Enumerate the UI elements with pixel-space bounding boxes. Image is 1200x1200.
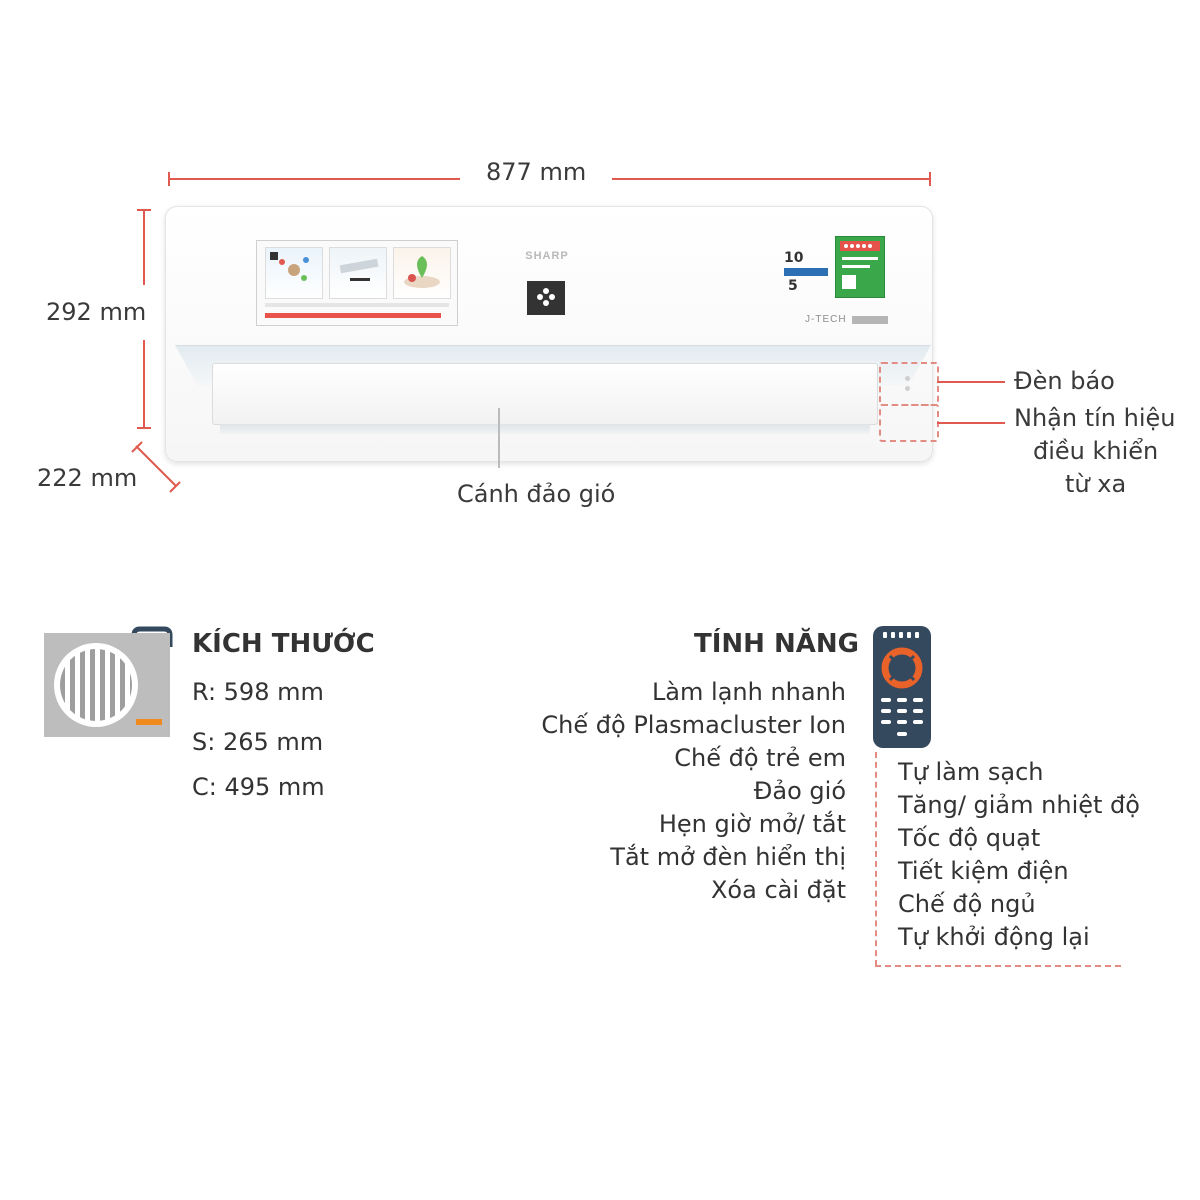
feature-right-4: Tiết kiệm điện — [898, 857, 1069, 885]
warranty-years-top: 10 — [784, 250, 804, 266]
feature-right-5: Chế độ ngủ — [898, 890, 1036, 918]
plasmacluster-logo — [527, 281, 565, 315]
louver-bottom-edge — [220, 424, 870, 434]
size-height: C: 495 mm — [192, 773, 325, 801]
width-dimension-label: 877 mm — [486, 158, 587, 186]
height-line-top — [143, 209, 145, 285]
features-bracket-horizontal — [875, 965, 1121, 967]
height-line-bottom-tick — [137, 427, 151, 429]
size-length: R: 598 mm — [192, 678, 324, 706]
feature-right-2: Tăng/ giảm nhiệt độ — [898, 791, 1140, 819]
feature-sticker — [256, 240, 458, 326]
remote-receiver-highlight — [879, 404, 939, 442]
louver-label: Cánh đảo gió — [457, 480, 616, 508]
sticker-caption-bar — [265, 303, 449, 307]
warranty-badge: 10 5 — [782, 250, 832, 298]
energy-rating-label — [835, 236, 885, 298]
depth-dimension-label: 222 mm — [37, 464, 138, 492]
outdoor-unit-icon — [44, 626, 173, 737]
width-line-left — [168, 178, 460, 180]
sticker-image-3 — [393, 247, 451, 299]
remote-receiver-leader — [937, 422, 1005, 424]
depth-line — [131, 441, 181, 493]
feature-left-6: Tắt mở đèn hiển thị — [610, 843, 846, 871]
width-line-right — [612, 178, 930, 180]
indicator-dot-1 — [905, 376, 910, 381]
height-line-bottom — [143, 340, 145, 428]
remote-receiver-label-3: từ xa — [1065, 470, 1127, 498]
size-width: S: 265 mm — [192, 728, 324, 756]
series-logo: J-TECH — [805, 314, 847, 325]
warranty-ribbon — [784, 268, 828, 276]
indicator-light-leader — [937, 381, 1005, 383]
louver-leader — [498, 408, 500, 468]
feature-left-5: Hẹn giờ mở/ tắt — [658, 810, 846, 838]
brand-logo: SHARP — [525, 250, 569, 262]
sticker-image-2 — [329, 247, 387, 299]
feature-right-6: Tự khởi động lại — [898, 923, 1090, 951]
indicator-dot-2 — [905, 386, 910, 391]
size-section-title: KÍCH THƯỚC — [192, 629, 375, 659]
warranty-years-bottom: 5 — [788, 278, 798, 294]
indicator-light-highlight — [879, 362, 939, 406]
features-section-title: TÍNH NĂNG — [694, 629, 859, 659]
sticker-footer-bar — [265, 313, 441, 318]
indicator-light-label: Đèn báo — [1014, 367, 1115, 395]
feature-left-3: Chế độ trẻ em — [674, 744, 846, 772]
feature-right-1: Tự làm sạch — [898, 758, 1044, 786]
sticker-image-1 — [265, 247, 323, 299]
height-dimension-label: 292 mm — [46, 298, 147, 326]
feature-left-2: Chế độ Plasmacluster Ion — [541, 711, 846, 739]
width-line-right-tick — [929, 172, 931, 186]
remote-receiver-label-1: Nhận tín hiệu — [1014, 404, 1176, 432]
louver — [212, 363, 878, 425]
feature-right-3: Tốc độ quạt — [898, 824, 1041, 852]
remote-control-icon — [873, 626, 931, 748]
series-logo-bar — [852, 316, 888, 324]
features-bracket-vertical — [875, 752, 877, 966]
feature-left-7: Xóa cài đặt — [710, 876, 846, 904]
feature-left-1: Làm lạnh nhanh — [651, 678, 846, 706]
feature-left-4: Đảo gió — [753, 777, 846, 805]
remote-receiver-label-2: điều khiển — [1033, 437, 1159, 465]
